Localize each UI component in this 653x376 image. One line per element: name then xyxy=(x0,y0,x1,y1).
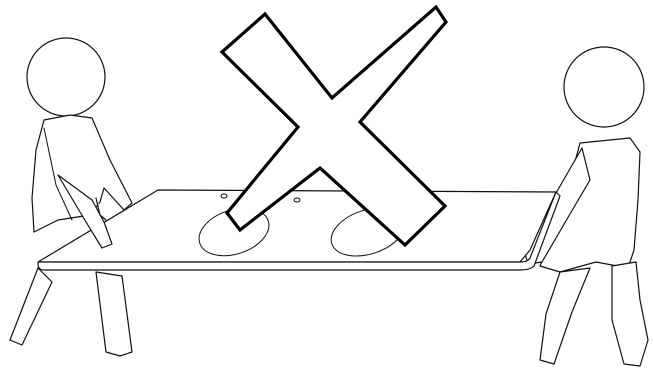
prohibition-x-icon xyxy=(219,4,449,248)
tabletop-edge xyxy=(37,191,561,271)
right-person xyxy=(523,46,649,367)
left-person-leg-back xyxy=(9,267,53,346)
left-person-body xyxy=(31,114,133,233)
left-person-head xyxy=(26,37,106,117)
left-person-wrist xyxy=(95,197,107,221)
left-person xyxy=(9,37,133,357)
right-person-head xyxy=(563,46,645,128)
right-person-leg-front xyxy=(611,261,649,367)
left-person-arm xyxy=(43,127,73,221)
right-person-leg-back xyxy=(539,267,591,365)
mount-hole xyxy=(220,193,228,199)
mount-hole xyxy=(293,197,301,203)
left-person-hand xyxy=(57,174,113,249)
left-person-leg-front xyxy=(95,271,133,357)
